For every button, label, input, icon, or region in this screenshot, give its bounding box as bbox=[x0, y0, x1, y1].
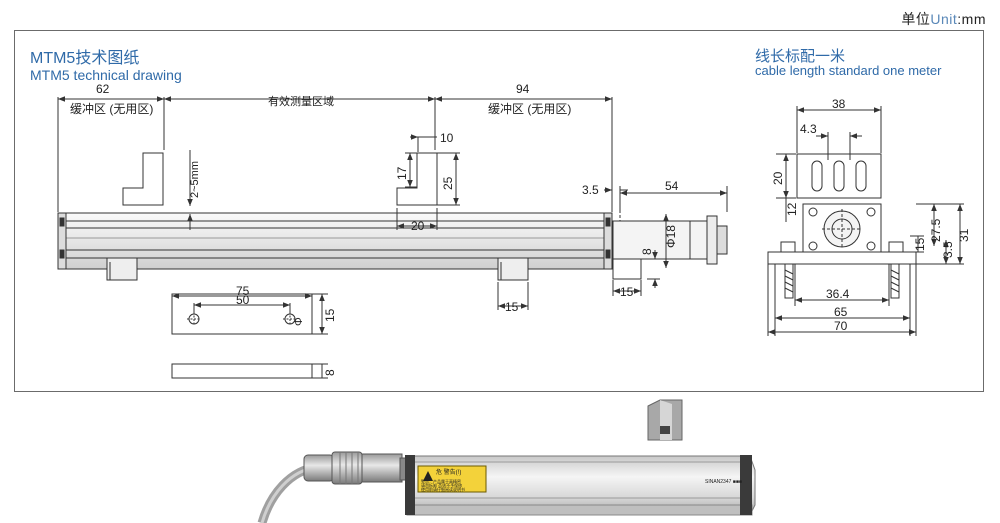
drawing-title-en: MTM5 technical drawing bbox=[30, 67, 182, 83]
effective-range-label: 有效测量区域 bbox=[268, 94, 334, 108]
dim-20: 20 bbox=[411, 219, 425, 233]
unit-en: Unit bbox=[930, 11, 958, 27]
bracket-dimension-texts: 38 4.3 20 12 bbox=[771, 97, 846, 216]
dim-17: 17 bbox=[395, 166, 409, 180]
bracket-top-view bbox=[776, 106, 882, 222]
dead-zone-label-left: 缓冲区 (无用区) bbox=[70, 101, 153, 116]
dim-8-plate: 8 bbox=[323, 369, 337, 376]
mounting-plate bbox=[171, 293, 328, 379]
warning-line2: 请勿拆卸 否则不予保修 bbox=[421, 482, 462, 488]
dim-15-head: 15 bbox=[620, 285, 634, 299]
dim-65: 65 bbox=[834, 305, 848, 319]
cable-title-en: cable length standard one meter bbox=[755, 63, 942, 78]
dim-75: 75 bbox=[236, 284, 250, 298]
dim-phi: Φ bbox=[293, 317, 305, 326]
dim-38: 38 bbox=[832, 97, 846, 111]
dim-27-5: 27.5 bbox=[929, 218, 943, 242]
sensor-rail bbox=[57, 212, 613, 270]
rail-end-view bbox=[767, 203, 964, 336]
dim-15-plate: 15 bbox=[323, 308, 337, 322]
dim-94: 94 bbox=[516, 82, 530, 96]
dim-70: 70 bbox=[834, 319, 848, 333]
dimension-texts: 62 缓冲区 (无用区) 有效测量区域 94 缓冲区 (无用区) 2~5mm 1… bbox=[70, 82, 679, 314]
technical-drawing-frame: MTM5技术图纸 MTM5 technical drawing 线长标配一米 c… bbox=[14, 30, 984, 392]
unit-value: :mm bbox=[957, 11, 986, 27]
slider-magnet-left bbox=[122, 152, 164, 206]
dead-zone-label-right: 缓冲区 (无用区) bbox=[488, 101, 571, 116]
dim-3-5: 3.5 bbox=[582, 183, 599, 197]
warning-title: 危 警告(!) bbox=[436, 468, 461, 476]
end-view-dimension-texts: 27.5 3.5 31 15 36.4 65 70 bbox=[826, 218, 971, 333]
dim-phi18: Φ18 bbox=[664, 225, 678, 248]
dim-36-4: 36.4 bbox=[826, 287, 850, 301]
dim-31: 31 bbox=[957, 228, 971, 242]
dim-54: 54 bbox=[665, 179, 679, 193]
unit-cn: 单位 bbox=[901, 11, 931, 27]
dim-10: 10 bbox=[440, 131, 454, 145]
dim-15-end: 15 bbox=[913, 237, 927, 251]
dim-4-3: 4.3 bbox=[800, 122, 817, 136]
mounting-clamp-right bbox=[497, 257, 529, 281]
dimension-lines bbox=[57, 96, 728, 310]
dim-12: 12 bbox=[785, 202, 799, 216]
dim-3-5-end: 3.5 bbox=[941, 241, 955, 258]
mounting-clamp-left bbox=[106, 257, 138, 281]
unit-label: 单位Unit:mm bbox=[901, 9, 986, 29]
dim-50: 50 bbox=[236, 293, 250, 307]
dim-62: 62 bbox=[96, 82, 110, 96]
dim-25: 25 bbox=[441, 176, 455, 190]
dim-gap: 2~5mm bbox=[189, 161, 201, 198]
serial-label: SINAN2347 ■■■ bbox=[705, 479, 742, 485]
dim-8-head: 8 bbox=[640, 248, 654, 255]
cable-title-cn: 线长标配一米 bbox=[755, 48, 846, 65]
plate-dimension-texts: 75 50 Φ 15 8 bbox=[236, 284, 337, 376]
dim-20-bracket: 20 bbox=[771, 171, 785, 185]
product-photo: 危 警告(!) 警告：产品属于高精密 请勿拆卸 否则不予保修 使用前请仔细阅读说… bbox=[257, 399, 756, 523]
warning-line1: 警告：产品属于高精密 bbox=[421, 478, 461, 484]
warning-line3: 使用前请仔细阅读说明书 bbox=[421, 486, 465, 492]
drawing-title-cn: MTM5技术图纸 bbox=[30, 50, 140, 67]
sensor-head bbox=[612, 210, 728, 280]
dim-15-clamp: 15 bbox=[505, 300, 519, 314]
